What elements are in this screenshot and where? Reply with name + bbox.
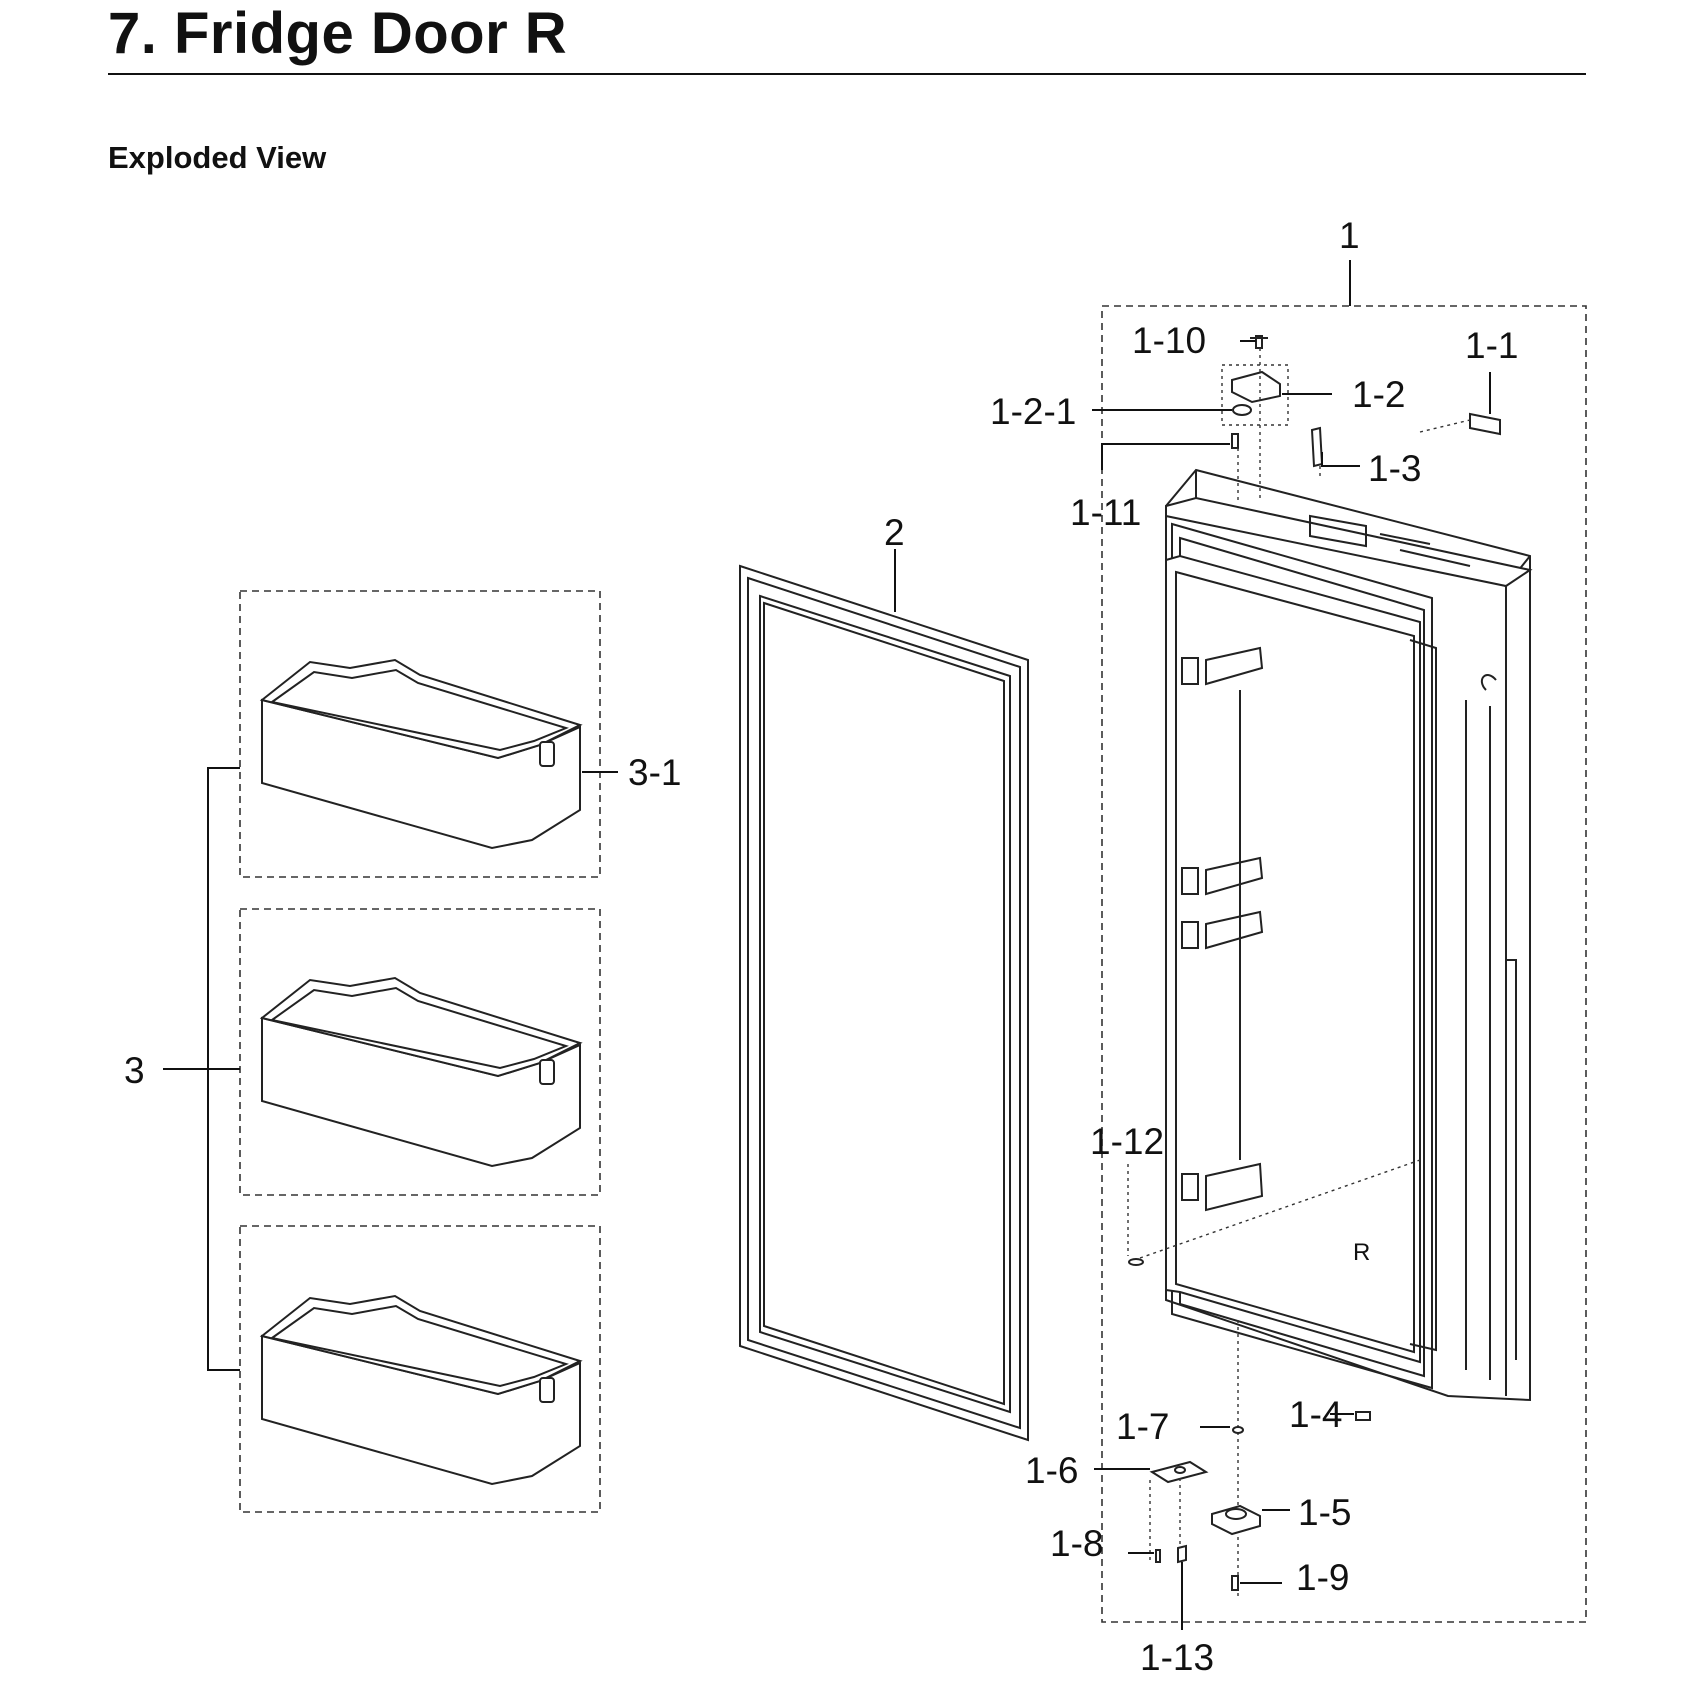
- bin-box-middle: [239, 908, 601, 1196]
- callout-3: 3: [124, 1050, 145, 1091]
- hinge-washer-bottom: [1232, 1426, 1244, 1434]
- callout-1-2: 1-2: [1352, 374, 1405, 415]
- title-rule: [108, 73, 1586, 75]
- callout-1-4: 1-4: [1289, 1394, 1342, 1435]
- door-switch-bar: [1310, 426, 1324, 468]
- door-bin-top: [259, 658, 583, 850]
- callout-1-3: 1-3: [1368, 448, 1421, 489]
- callout-2: 2: [884, 512, 905, 553]
- callout-1-10: 1-10: [1132, 320, 1206, 361]
- top-hinge: [1231, 370, 1281, 404]
- door-bin-middle: [259, 976, 583, 1168]
- callout-1-13: 1-13: [1140, 1637, 1214, 1678]
- bottom-small-screw: [1155, 1549, 1161, 1563]
- bin-box-top: [239, 590, 601, 878]
- bottom-pin: [1177, 1544, 1187, 1564]
- callout-1-1: 1-1: [1465, 325, 1518, 366]
- bin-box-bottom: [239, 1225, 601, 1513]
- callout-1: 1: [1339, 215, 1360, 256]
- cap-hinge-plate: [1469, 412, 1501, 436]
- callout-1-2-1: 1-2-1: [990, 391, 1076, 432]
- callout-1-9: 1-9: [1296, 1557, 1349, 1598]
- callout-1-7: 1-7: [1116, 1406, 1169, 1447]
- liner-screw: [1128, 1258, 1144, 1266]
- door-bins-group: [163, 590, 618, 1513]
- page-title: 7. Fridge Door R: [108, 1, 568, 66]
- door-bin-bottom: [259, 1294, 583, 1486]
- callout-1-12: 1-12: [1090, 1121, 1164, 1162]
- hinge-pin: [1231, 433, 1239, 449]
- top-hinge-parts: [1221, 335, 1501, 500]
- hinge-washer: [1232, 404, 1252, 416]
- door-stop: [1355, 1411, 1371, 1421]
- callout-3-1: 3-1: [628, 752, 681, 793]
- bottom-screw: [1231, 1575, 1239, 1591]
- door-assembly-box: [1101, 305, 1587, 1623]
- leader-1-11: [1101, 443, 1230, 470]
- door-assembly: R: [1092, 260, 1587, 1630]
- callout-labels: 1 1-1 1-2 1-2-1 1-3 1-4 1-5 1-6 1-7 1-8 …: [124, 215, 1518, 1678]
- door-side-marking: R: [1353, 1239, 1370, 1266]
- callout-1-6: 1-6: [1025, 1450, 1078, 1491]
- section-subtitle: Exploded View: [108, 140, 327, 175]
- callout-1-11: 1-11: [1070, 492, 1141, 533]
- door-gasket: [739, 549, 1029, 1442]
- shelf-supports: [1181, 646, 1264, 1212]
- leader-1-3: [1321, 452, 1360, 467]
- callout-1-5: 1-5: [1298, 1492, 1351, 1533]
- bottom-hinge-parts: [1128, 1159, 1421, 1600]
- callout-1-8: 1-8: [1050, 1523, 1103, 1564]
